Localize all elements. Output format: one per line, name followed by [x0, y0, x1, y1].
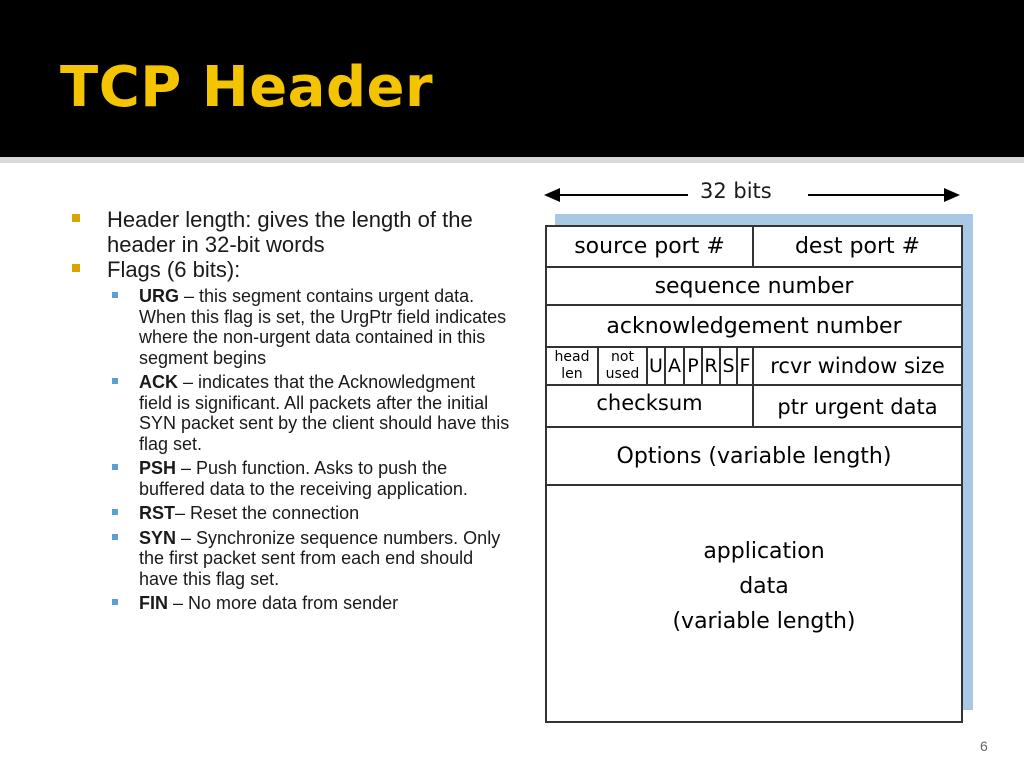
arrow-left-icon	[544, 188, 560, 202]
title-bar	[0, 0, 1024, 157]
sub-bullet-psh: PSH – Push function. Asks to push the bu…	[70, 458, 510, 499]
divider	[597, 348, 599, 384]
arrow-right-icon	[944, 188, 960, 202]
app-data-line-1: application	[703, 538, 825, 564]
flag-name: FIN	[139, 593, 168, 613]
sequence-number-field: sequence number	[654, 273, 854, 299]
divider	[547, 346, 961, 348]
width-arrow-right-line	[808, 194, 946, 196]
divider	[752, 386, 754, 426]
flag-description: – Synchronize sequence numbers. Only the…	[139, 527, 501, 589]
bullet-marker-icon	[72, 214, 80, 222]
flag-p-field: P	[687, 355, 699, 377]
flag-r-field: R	[704, 355, 718, 377]
head-len-label-2: len	[561, 366, 583, 382]
not-used-label-1: not	[611, 349, 634, 365]
bullet-list: Header length: gives the length of the h…	[70, 207, 510, 614]
checksum-field: checksum	[596, 391, 703, 415]
divider	[701, 348, 703, 384]
ack-number-field: acknowledgement number	[606, 313, 902, 339]
flag-name: SYN	[139, 527, 177, 548]
flag-name: URG	[139, 286, 179, 306]
app-data-line-2: data	[739, 573, 789, 599]
flag-a-field: A	[668, 355, 681, 377]
rcvr-window-field: rcvr window size	[770, 354, 945, 378]
title-divider	[0, 157, 1024, 163]
divider	[752, 348, 754, 384]
sub-bullet-ack: ACK – indicates that the Acknowledgment …	[70, 372, 510, 454]
divider	[683, 348, 685, 384]
sub-bullet-urg: URG – this segment contains urgent data.…	[70, 286, 510, 368]
width-label: 32 bits	[700, 179, 772, 203]
flag-description: – this segment contains urgent data. Whe…	[139, 286, 507, 368]
sub-bullet-marker-icon	[112, 599, 118, 605]
flag-description: – Push function. Asks to push the buffer…	[139, 458, 468, 499]
not-used-label-2: used	[605, 366, 640, 382]
flag-description: – Reset the connection	[175, 503, 360, 523]
bullet-flags: Flags (6 bits):	[70, 257, 510, 282]
sub-bullet-syn: SYN – Synchronize sequence numbers. Only…	[70, 528, 510, 590]
bullet-header-length: Header length: gives the length of the h…	[70, 207, 510, 257]
sub-bullet-marker-icon	[112, 378, 118, 384]
bullet-marker-icon	[72, 264, 80, 272]
divider	[664, 348, 666, 384]
flag-s-field: S	[722, 355, 735, 377]
sub-bullet-marker-icon	[112, 292, 118, 298]
divider	[646, 348, 648, 384]
divider	[752, 227, 754, 266]
sub-bullet-marker-icon	[112, 464, 118, 470]
divider	[736, 348, 738, 384]
bullet-text: Header length: gives the length of the h…	[107, 207, 473, 257]
sub-bullet-fin: FIN – No more data from sender	[70, 593, 510, 614]
flag-name: RST	[139, 503, 175, 523]
not-used-field: not used	[599, 348, 646, 384]
head-len-label-1: head	[554, 349, 590, 365]
divider	[547, 484, 961, 486]
sub-bullet-marker-icon	[112, 533, 118, 540]
app-data-line-3: (variable length)	[672, 608, 856, 634]
sub-bullet-marker-icon	[112, 509, 118, 515]
divider	[547, 384, 961, 386]
flag-name: ACK	[139, 372, 178, 392]
bullet-text: Flags (6 bits):	[107, 257, 241, 282]
flag-description: – indicates that the Acknowledgment fiel…	[139, 372, 510, 454]
flag-u-field: U	[649, 355, 663, 377]
flag-f-field: F	[739, 355, 751, 377]
dest-port-field: dest port #	[794, 234, 921, 259]
application-data-field: application data (variable length)	[547, 527, 981, 645]
page-number: 6	[980, 738, 988, 754]
flag-description: – No more data from sender	[168, 593, 399, 613]
urgent-pointer-field: ptr urgent data	[777, 395, 938, 419]
divider	[547, 266, 961, 268]
divider	[547, 426, 961, 428]
head-len-field: head len	[547, 348, 597, 384]
slide-title: TCP Header	[60, 55, 434, 120]
sub-bullet-rst: RST– Reset the connection	[70, 503, 510, 524]
tcp-header-diagram: source port # dest port # sequence numbe…	[545, 225, 963, 723]
source-port-field: source port #	[574, 234, 725, 259]
divider	[719, 348, 721, 384]
divider	[547, 304, 961, 306]
flag-name: PSH	[139, 458, 177, 478]
width-arrow-left-line	[558, 194, 688, 196]
options-field: Options (variable length)	[616, 443, 892, 469]
